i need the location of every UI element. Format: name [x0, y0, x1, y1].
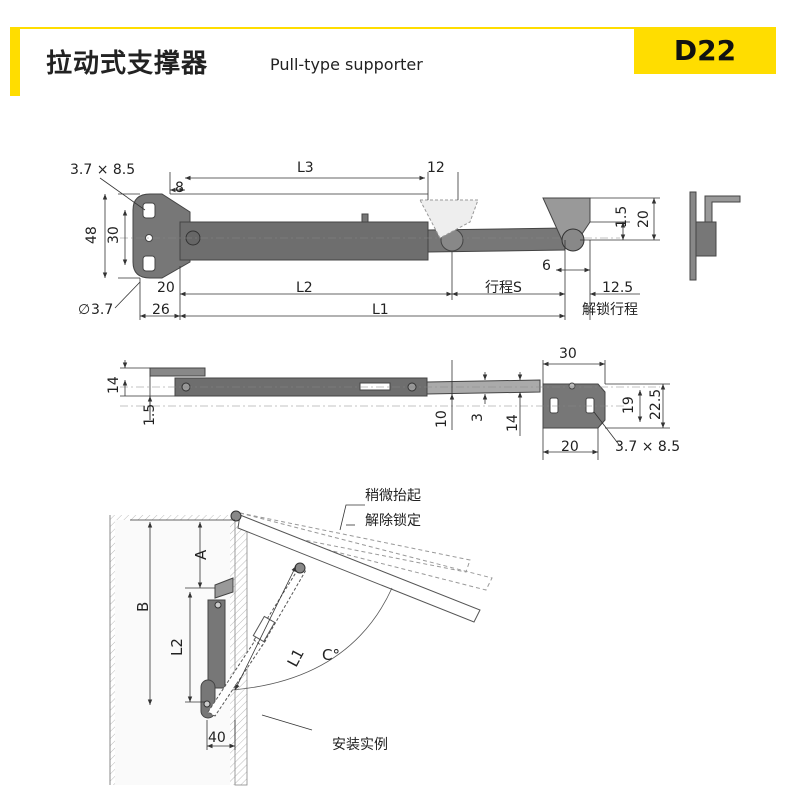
top-dim-12-5: 12.5: [602, 280, 633, 296]
header-accent-bar: [10, 27, 20, 96]
top-dim-6: 6: [542, 258, 551, 274]
top-stroke: 行程S: [485, 280, 522, 296]
top-latch: [361, 213, 369, 223]
install-dim-l2: L2: [168, 638, 186, 656]
top-view: 3.7 × 8.5 L3 12 8 48 30 20 1.5 20 6 L2 行…: [70, 160, 660, 320]
top-hole-symbol: ∅: [78, 302, 90, 318]
side-dim-30: 30: [559, 346, 577, 362]
product-title-cn: 拉动式支撑器: [46, 49, 209, 79]
install-dim-40: 40: [208, 730, 226, 746]
top-dim-48: 48: [84, 226, 100, 244]
top-dim-12: 12: [427, 160, 445, 176]
cabinet-front-edge: [234, 519, 248, 786]
install-unlock-note: 解除锁定: [365, 513, 421, 529]
top-slot-1: [142, 202, 156, 219]
product-code: D22: [673, 34, 737, 67]
top-dim-20: 20: [636, 210, 652, 228]
side-dim-10: 10: [434, 410, 450, 428]
top-l3: L3: [297, 160, 314, 176]
side-dim-14b: 14: [505, 414, 521, 432]
end-view: [689, 191, 741, 281]
install-example: 稍微抬起 解除锁定 A B L2 L1 C° 40 安装实例: [109, 488, 493, 786]
product-title-en: Pull-type supporter: [270, 55, 423, 74]
top-dim-30: 30: [106, 226, 122, 244]
top-dim-1-5: 1.5: [614, 206, 630, 228]
top-hole-dim: 3.7: [91, 302, 113, 318]
side-dim-22-5: 22.5: [648, 389, 664, 420]
install-angle-c: C°: [322, 646, 340, 664]
top-slot-2: [142, 255, 156, 272]
header: 拉动式支撑器 Pull-type supporter D22: [10, 27, 776, 96]
install-caption: 安装实例: [332, 737, 388, 753]
top-main-tube: [179, 221, 429, 261]
install-supporter-tube: [207, 599, 226, 689]
side-view: 14 1.5 10 3 14 30 19 22.5 20 3.7 × 8.5: [106, 346, 680, 460]
install-dim-a: A: [192, 549, 210, 560]
top-l1: L1: [372, 302, 389, 318]
side-dim-19: 19: [621, 396, 637, 414]
side-slot-dim: 3.7 × 8.5: [615, 439, 680, 455]
top-dim-26: 26: [152, 302, 170, 318]
lid-open: [237, 514, 481, 623]
header-top-line: [20, 27, 644, 29]
top-l2: L2: [296, 280, 313, 296]
side-dim-20: 20: [561, 439, 579, 455]
top-ghost-bracket: [419, 199, 479, 239]
side-dim-3: 3: [470, 413, 486, 422]
product-code-badge: D22: [634, 27, 776, 74]
install-dim-b: B: [134, 602, 152, 612]
top-dim-20a: 20: [157, 280, 175, 296]
install-lift-note: 稍微抬起: [365, 488, 421, 504]
top-end-bracket: [542, 197, 591, 241]
top-dim-8: 8: [175, 180, 184, 196]
top-unlock: 解锁行程: [582, 302, 638, 318]
side-dim-1-5: 1.5: [142, 404, 158, 426]
install-dim-l1: L1: [284, 646, 308, 670]
side-dim-14a: 14: [106, 376, 122, 394]
top-slot-dim: 3.7 × 8.5: [70, 162, 135, 178]
